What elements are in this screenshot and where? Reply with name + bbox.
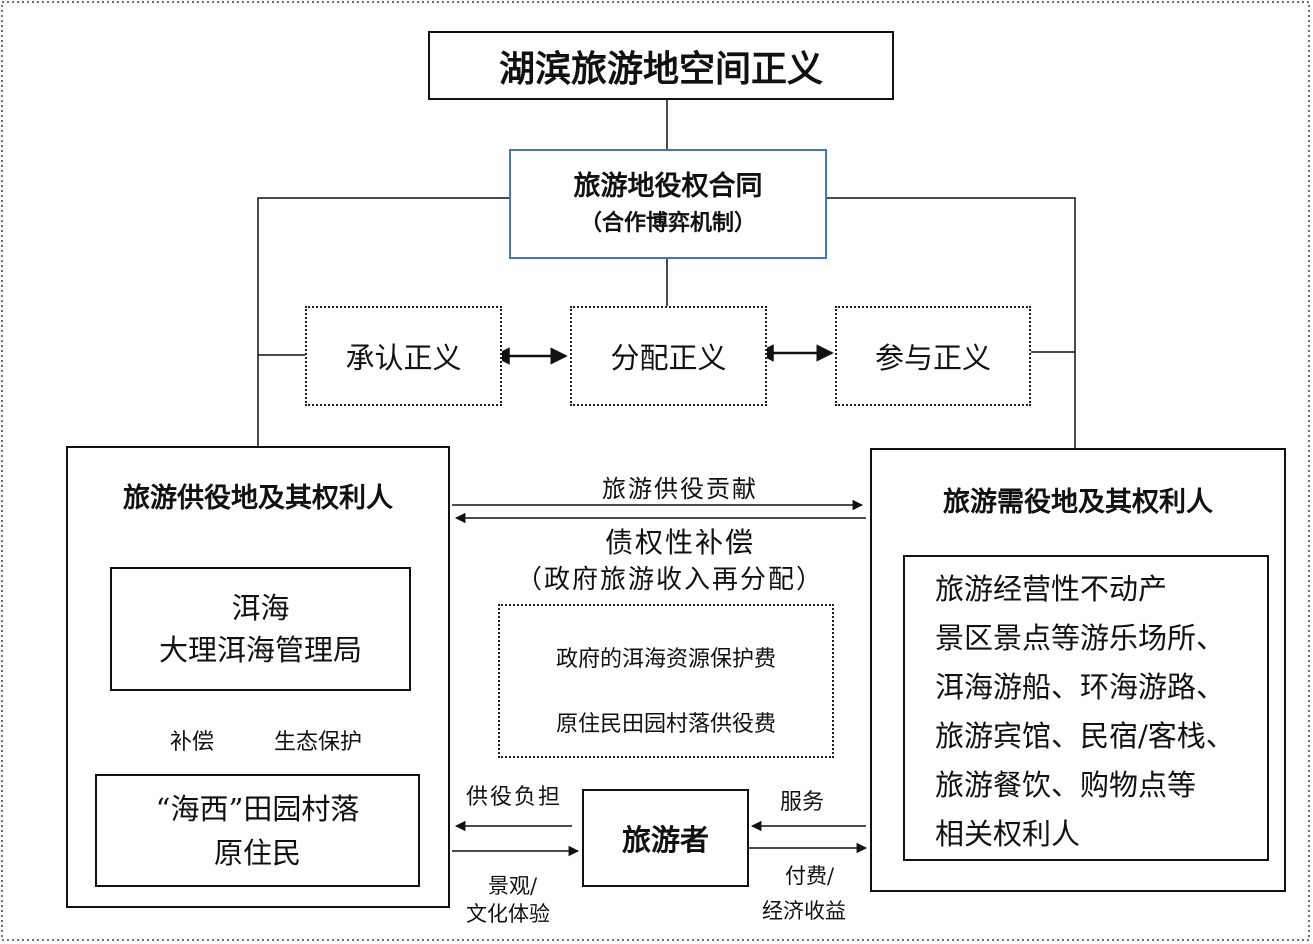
right-bracket-connector (826, 197, 1076, 448)
haixi-villages-label: “海西”田园村落 (155, 791, 360, 826)
erhai-authority-label: 大理洱海管理局 (158, 633, 362, 667)
experience-label-line2: 文化体验 (466, 902, 550, 926)
distribution-justice-box: 分配正义 (570, 306, 767, 406)
stakeholder-line: 旅游经营性不动产 (935, 572, 1168, 606)
stakeholder-line: 景区景点等游乐场所、 (935, 621, 1226, 655)
eco-protection-label: 生态保护 (274, 730, 363, 755)
erhai-label: 洱海 (231, 591, 290, 625)
compensation-down-label: 补偿 (170, 730, 215, 755)
villagers-box: “海西”田园村落 原住民 (95, 774, 420, 887)
stakeholder-line: 相关权利人 (935, 817, 1081, 851)
experience-label-line1: 景观/ (488, 874, 538, 898)
dominant-party-title: 旅游需役地及其权利人 (943, 487, 1213, 518)
distribution-justice-label: 分配正义 (610, 341, 727, 375)
contract-box: 旅游地役权合同 （合作博弈机制） (509, 149, 827, 259)
redistribution-label: （政府旅游收入再分配） (515, 565, 824, 595)
stakeholder-line: 旅游宾馆、民宿/客栈、 (935, 719, 1235, 753)
payment-label-line2: 经济收益 (762, 899, 846, 923)
residents-label: 原住民 (213, 835, 301, 870)
contract-title: 旅游地役权合同 (573, 171, 763, 202)
stakeholder-line: 旅游餐饮、购物点等 (935, 768, 1197, 802)
service-label: 服务 (780, 790, 825, 815)
erhai-management-box: 洱海 大理洱海管理局 (110, 567, 411, 691)
fees-box (498, 604, 834, 758)
diagram-title-text: 湖滨旅游地空间正义 (498, 47, 823, 90)
left-bracket-connector (257, 197, 510, 448)
recognition-justice-box: 承认正义 (305, 306, 502, 406)
payment-label-line1: 付费/ (785, 864, 835, 888)
contract-subtitle: （合作博弈机制） (579, 210, 756, 236)
compensation-label: 债权性补偿 (604, 526, 755, 559)
stakeholders-box: 旅游经营性不动产 景区景点等游乐场所、 洱海游船、环海游路、 旅游宾馆、民宿/客… (903, 555, 1269, 861)
tourist-label: 旅游者 (621, 823, 709, 857)
recognition-justice-label: 承认正义 (345, 341, 462, 375)
participation-justice-label: 参与正义 (874, 341, 991, 375)
burden-label: 供役负担 (466, 785, 563, 810)
erhai-protection-fee: 政府的洱海资源保护费 (555, 647, 776, 672)
tourist-box: 旅游者 (582, 789, 749, 887)
village-servitude-fee: 原住民田园村落供役费 (555, 712, 776, 737)
diagram-title: 湖滨旅游地空间正义 (428, 31, 894, 100)
stakeholder-line: 洱海游船、环海游路、 (935, 670, 1226, 704)
contribution-label: 旅游供役贡献 (602, 475, 758, 503)
servient-party-title: 旅游供役地及其权利人 (123, 483, 393, 514)
participation-justice-box: 参与正义 (835, 306, 1031, 406)
